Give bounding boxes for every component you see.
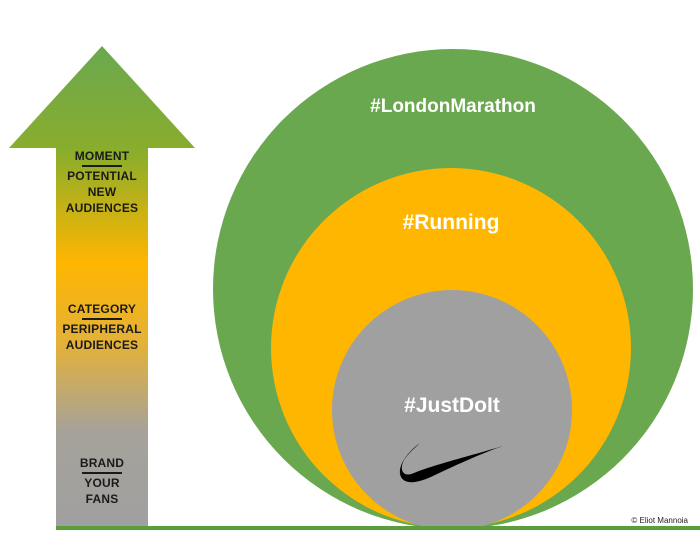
- brand-title: BRAND: [79, 456, 125, 470]
- audience-arrow: [9, 46, 195, 528]
- brand-divider: [82, 472, 122, 474]
- swoosh-icon: [399, 443, 503, 483]
- category-title: CATEGORY: [67, 302, 137, 316]
- category-divider: [82, 318, 122, 320]
- outer-circle-label: #LondonMarathon: [370, 96, 536, 117]
- moment-title: MOMENT: [74, 149, 130, 163]
- moment-line-3: AUDIENCES: [65, 201, 139, 215]
- inner-circle: [332, 290, 572, 530]
- copyright-text: © Eliot Mannoia: [631, 516, 688, 525]
- brand-line-1: YOUR: [84, 476, 120, 490]
- category-label-block: CATEGORY PERIPHERAL AUDIENCES: [56, 301, 148, 353]
- inner-circle-label: #JustDoIt: [404, 394, 500, 417]
- moment-line-2: NEW: [87, 185, 117, 199]
- category-line-1: PERIPHERAL: [62, 322, 142, 336]
- brand-line-2: FANS: [85, 492, 119, 506]
- baseline: [56, 526, 700, 530]
- moment-divider: [82, 165, 122, 167]
- category-line-2: AUDIENCES: [65, 338, 139, 352]
- brand-label-block: BRAND YOUR FANS: [56, 455, 148, 507]
- moment-label-block: MOMENT POTENTIAL NEW AUDIENCES: [56, 148, 148, 216]
- middle-circle-label: #Running: [402, 211, 500, 234]
- moment-line-1: POTENTIAL: [67, 169, 137, 183]
